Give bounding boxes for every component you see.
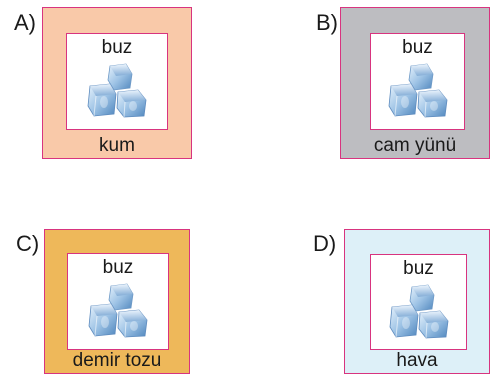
option-d-outer-box[interactable]: buz hava [344, 229, 490, 374]
option-c-inner-box: buz [67, 253, 169, 350]
option-c-outer-box[interactable]: buz demir tozu [44, 229, 190, 374]
option-d-inner-box: buz [370, 254, 467, 350]
ice-cubes-icon [388, 63, 447, 118]
option-a-outer-label: kum [99, 135, 135, 156]
option-d-outer-label: hava [396, 350, 438, 371]
ice-cubes-icon [87, 63, 147, 118]
option-a-outer-box[interactable]: buz kum [42, 7, 192, 159]
ice-cubes-icon [389, 284, 448, 339]
ice-cubes-icon [88, 283, 148, 338]
option-b-outer-box[interactable]: buz cam yünü [340, 7, 490, 159]
option-c-outer-label: demir tozu [72, 350, 162, 371]
option-a-inner-box: buz [66, 33, 168, 130]
option-b-letter: B) [316, 10, 338, 35]
option-b-inner-label: buz [402, 37, 433, 58]
option-b-inner-box: buz [370, 33, 465, 130]
option-d-letter: D) [313, 231, 337, 256]
option-c-inner-label: buz [102, 257, 134, 278]
option-a-inner-label: buz [101, 37, 133, 58]
option-c-letter: C) [16, 231, 40, 256]
option-a-letter: A) [14, 10, 36, 35]
option-b-outer-label: cam yünü [373, 135, 457, 156]
option-d-inner-label: buz [403, 258, 434, 279]
